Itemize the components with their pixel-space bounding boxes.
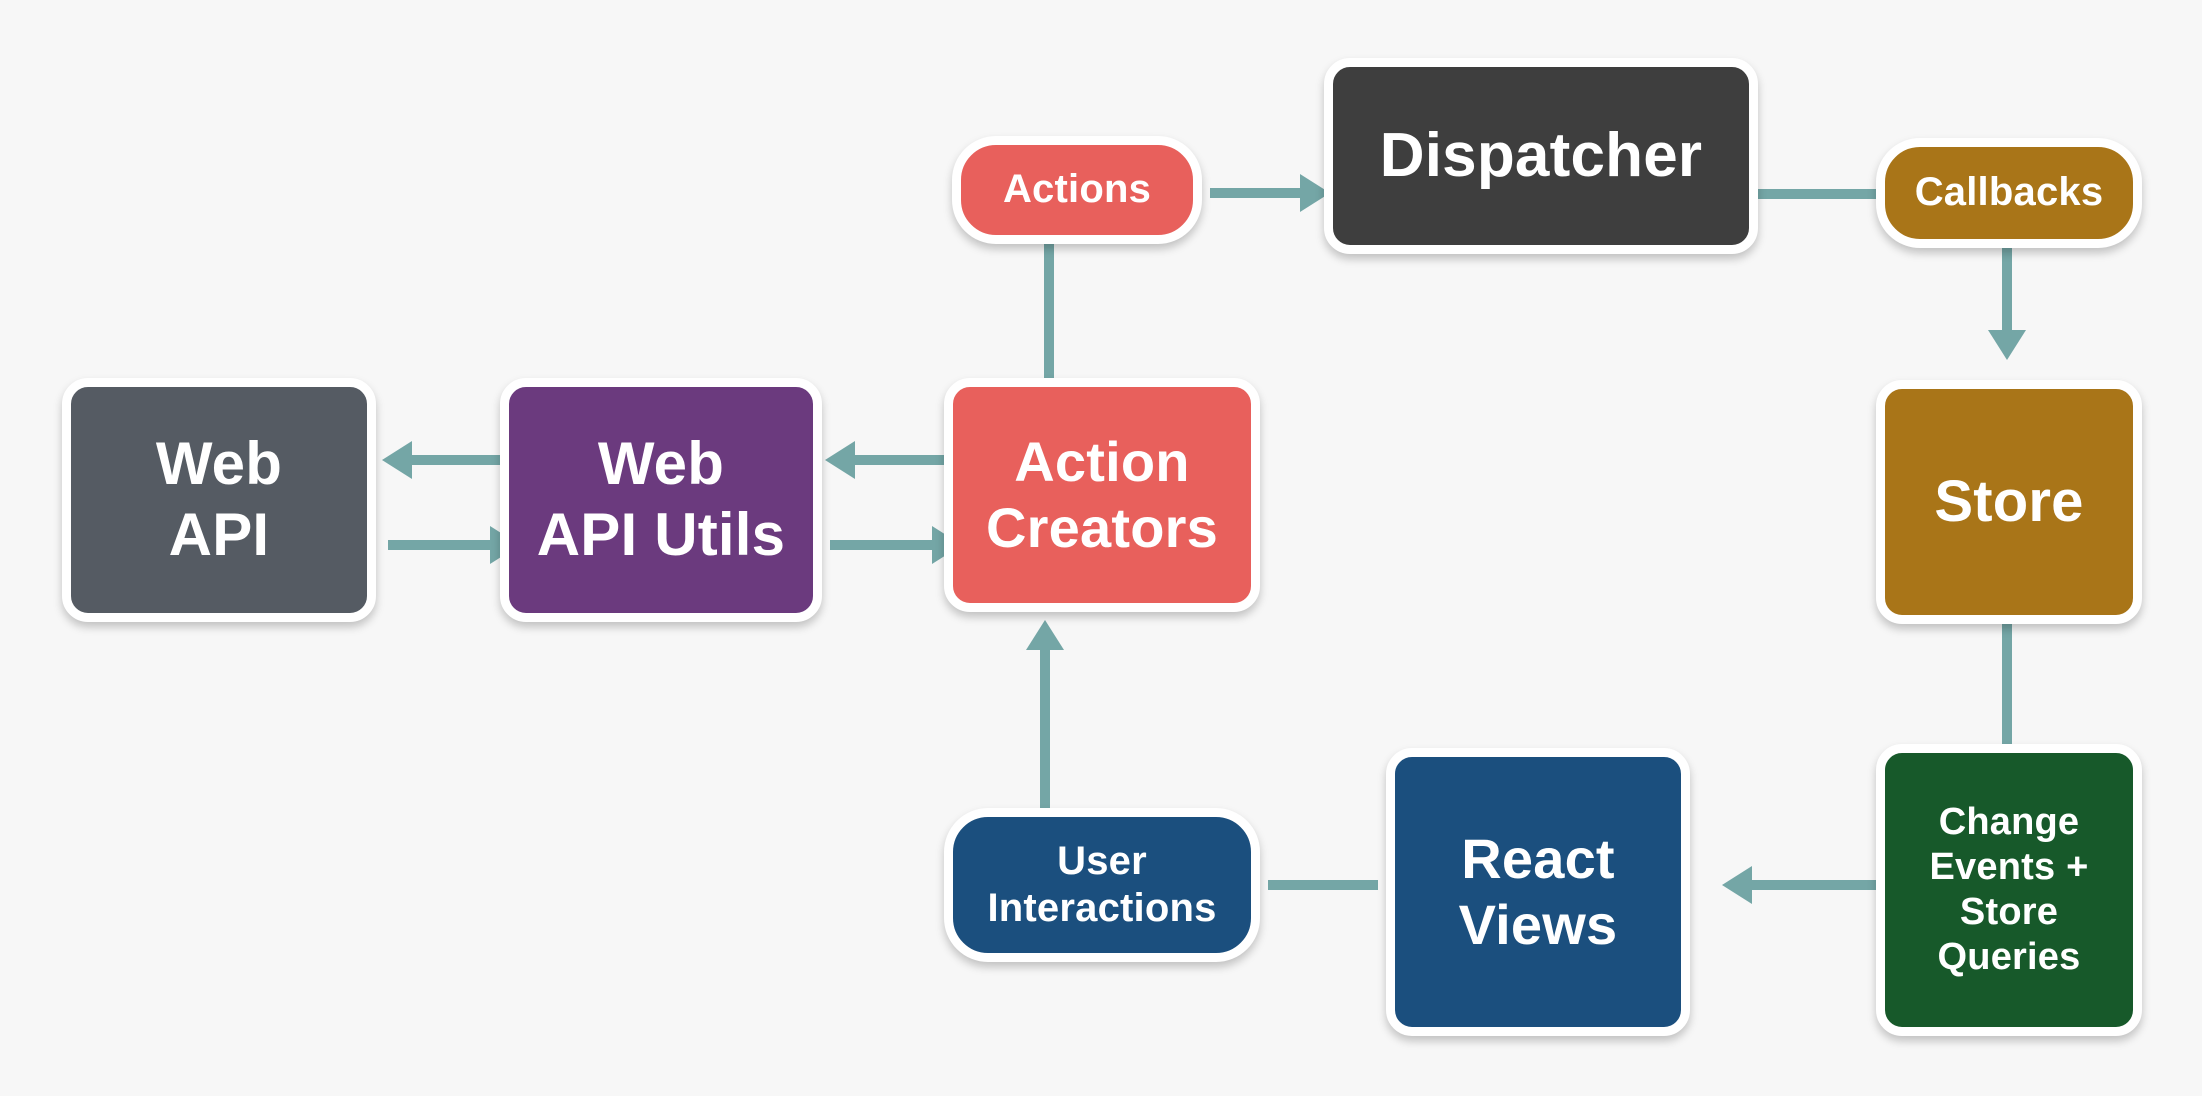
edge-web-api-utils-to-web-api <box>412 455 524 465</box>
node-callbacks[interactable]: Callbacks <box>1876 138 2142 248</box>
node-change-events-store-queries[interactable]: Change Events + Store Queries <box>1876 744 2142 1036</box>
edge-actions-to-dispatcher <box>1210 188 1310 198</box>
edge-action-creators-to-web-api-utils <box>855 455 965 465</box>
arrowhead-change-events-to-react-views <box>1722 866 1752 904</box>
edge-dispatcher-to-callbacks <box>1758 189 1878 199</box>
edge-action-creators-to-actions <box>1044 244 1054 384</box>
node-store[interactable]: Store <box>1876 380 2142 624</box>
node-actions[interactable]: Actions <box>952 136 1202 244</box>
node-user-interactions[interactable]: User Interactions <box>944 808 1260 962</box>
edge-store-to-change-events <box>2002 624 2012 744</box>
edge-user-interactions-to-action-creators <box>1040 648 1050 808</box>
edge-react-views-to-user-interactions <box>1268 880 1378 890</box>
edge-web-api-to-web-api-utils <box>388 540 498 550</box>
arrowhead-web-api-utils-to-web-api <box>382 441 412 479</box>
node-dispatcher[interactable]: Dispatcher <box>1324 58 1758 254</box>
arrowhead-user-interactions-to-action-creators <box>1026 620 1064 650</box>
arrowhead-callbacks-to-store <box>1988 330 2026 360</box>
node-react-views[interactable]: React Views <box>1386 748 1690 1036</box>
edge-change-events-to-react-views <box>1752 880 1887 890</box>
edge-web-api-utils-to-action-creators <box>830 540 940 550</box>
node-web-api-utils[interactable]: Web API Utils <box>500 378 822 622</box>
node-action-creators[interactable]: Action Creators <box>944 378 1260 612</box>
edge-callbacks-to-store <box>2002 248 2012 340</box>
arrowhead-action-creators-to-web-api-utils <box>825 441 855 479</box>
node-web-api[interactable]: Web API <box>62 378 376 622</box>
